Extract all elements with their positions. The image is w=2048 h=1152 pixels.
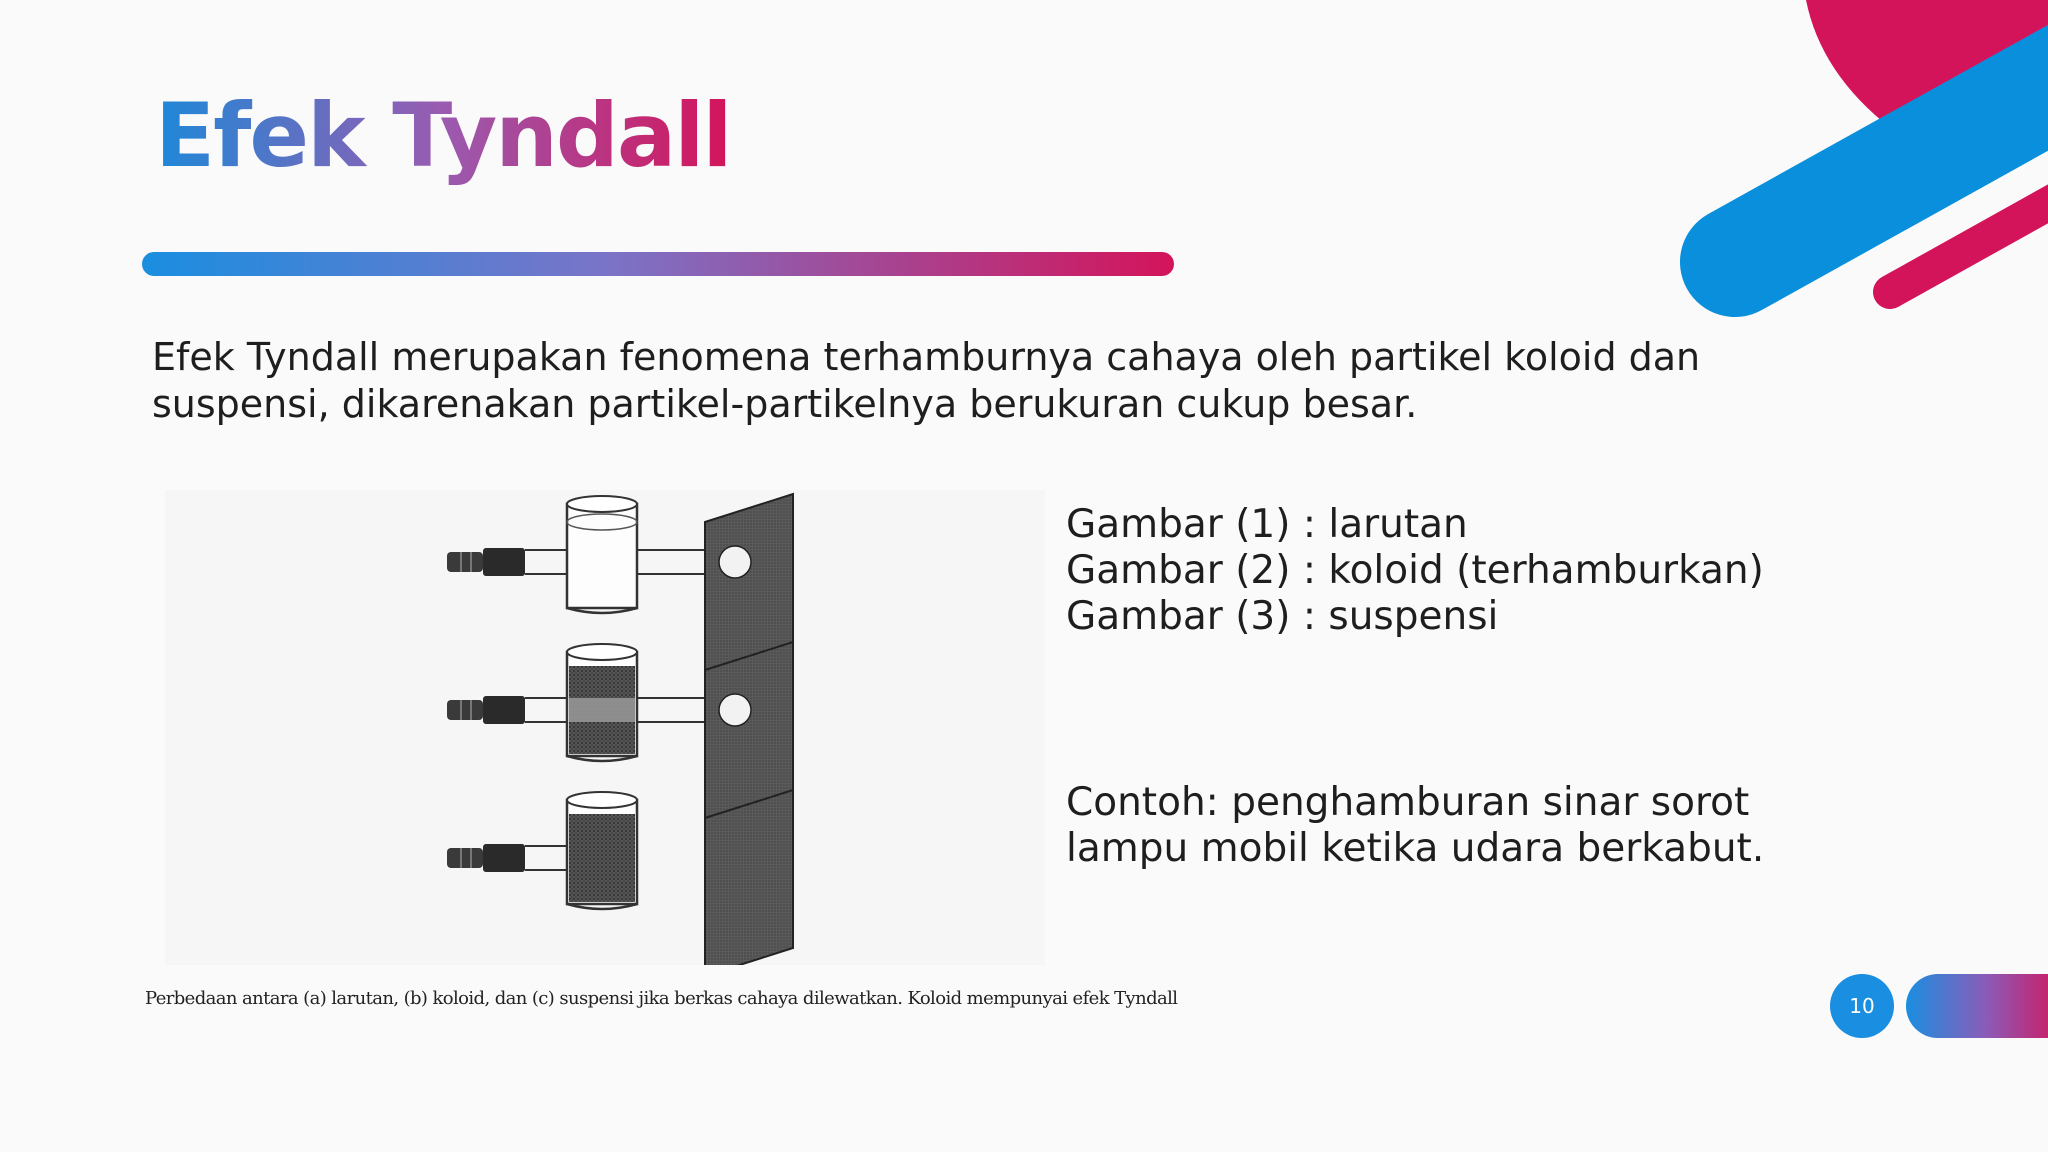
beaker-base [566, 606, 638, 615]
page-number-tab [1906, 974, 2048, 1038]
scattered-beam [569, 698, 635, 722]
flashlight-body [447, 700, 483, 720]
legend-item: Gambar (2) : koloid (terhamburkan) [1066, 548, 1764, 593]
beaker-base [566, 754, 638, 763]
beaker-rim [566, 495, 638, 513]
magenta-half-circle [1806, 0, 2048, 138]
figure-caption: Perbedaan antara (a) larutan, (b) koloid… [145, 988, 1178, 1009]
beaker [565, 502, 639, 610]
tyndall-illustration [447, 492, 794, 978]
beaker-content [569, 814, 635, 902]
figure-legend: Gambar (1) : larutan Gambar (2) : koloid… [1066, 502, 1764, 640]
blue-diagonal-stroke [1680, 24, 2048, 317]
tyndall-row [447, 788, 794, 978]
example-line: Contoh: penghamburan sinar sorot [1066, 780, 1750, 825]
projection-screen [704, 788, 794, 978]
liquid-surface [566, 513, 638, 531]
flashlight-head [483, 548, 525, 576]
example-line: lampu mobil ketika udara berkabut. [1066, 826, 1765, 871]
flashlight-body [447, 848, 483, 868]
page-number-badge: 10 [1830, 974, 1894, 1038]
light-spot [718, 693, 752, 727]
intro-line: Efek Tyndall merupakan fenomena terhambu… [152, 335, 1701, 379]
flashlight-head [483, 844, 525, 872]
title-underline [142, 252, 1174, 276]
tyndall-figure [165, 490, 1045, 978]
flashlight-body [447, 552, 483, 572]
tyndall-row [447, 640, 794, 830]
example-text: Contoh: penghamburan sinar sorot lampu m… [1066, 780, 1764, 872]
beaker-rim [566, 643, 638, 661]
magenta-diagonal-stroke [1873, 184, 2048, 309]
legend-item: Gambar (1) : larutan [1066, 502, 1468, 547]
legend-item: Gambar (3) : suspensi [1066, 594, 1499, 639]
page-title: Efek Tyndall [155, 84, 733, 187]
intro-line: suspensi, dikarenakan partikel-partikeln… [152, 382, 1418, 426]
beaker-base [566, 902, 638, 911]
flashlight-head [483, 696, 525, 724]
beaker-rim [566, 791, 638, 809]
light-spot [718, 545, 752, 579]
tyndall-row [447, 492, 794, 682]
intro-text: Efek Tyndall merupakan fenomena terhambu… [152, 334, 1752, 428]
